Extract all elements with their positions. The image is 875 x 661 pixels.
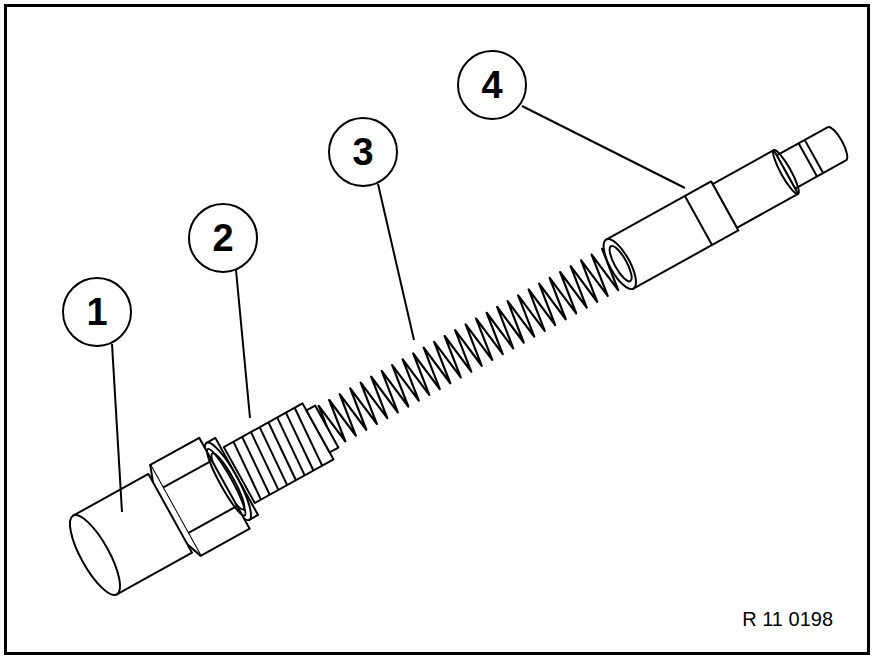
plug-cap xyxy=(61,474,192,601)
callout-circle: 3 xyxy=(328,117,398,187)
callout-number: 4 xyxy=(481,66,502,104)
figure-code: R 11 0198 xyxy=(742,608,833,631)
leader-lines xyxy=(112,106,685,512)
callout-circle: 1 xyxy=(62,277,132,347)
callout-number: 3 xyxy=(352,133,373,171)
callout-circle: 4 xyxy=(457,50,527,120)
callout-circle: 2 xyxy=(188,203,258,273)
callout-number: 2 xyxy=(212,219,233,257)
piston xyxy=(597,116,855,293)
spring xyxy=(313,228,660,447)
callout-number: 1 xyxy=(86,293,107,331)
